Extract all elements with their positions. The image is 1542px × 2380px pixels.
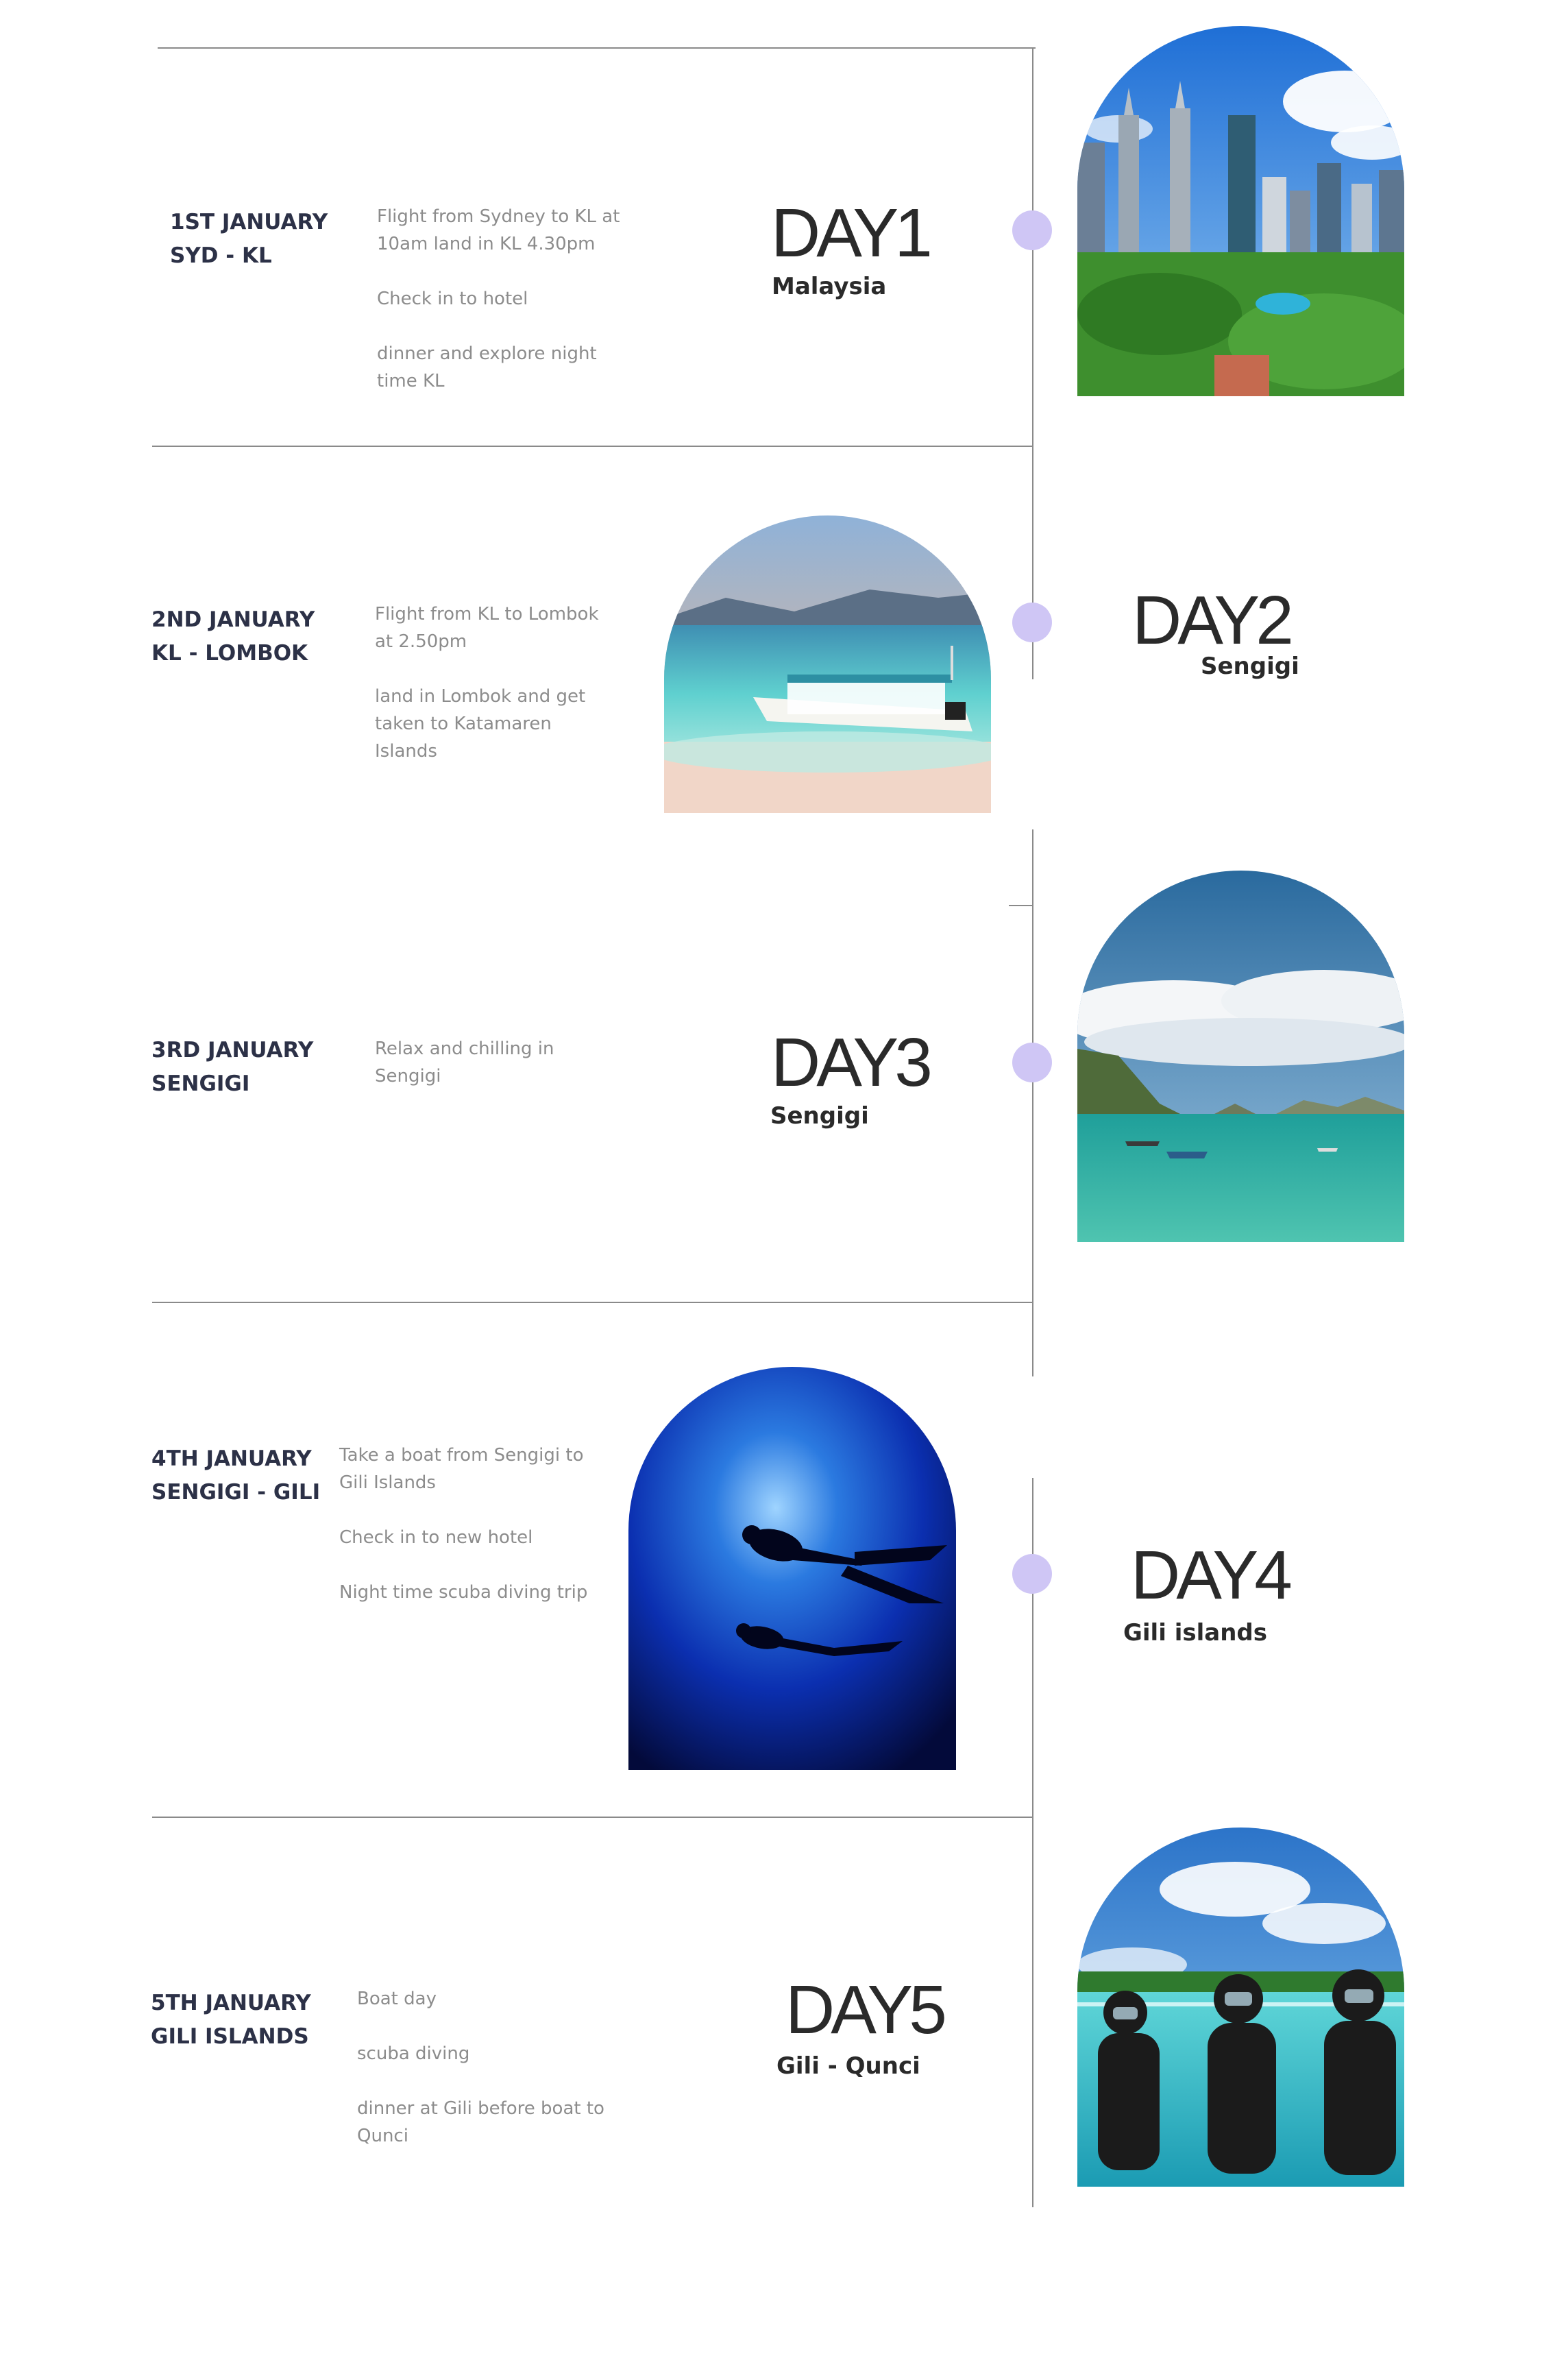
day-4-note-1: Take a boat from Sengigi to Gili Islands — [339, 1445, 584, 1493]
day-3-place: Sengigi — [770, 1102, 869, 1130]
day-4-date: 4TH JANUARY SENGIGI - GILI — [151, 1442, 320, 1509]
day-5-date-label: 5TH JANUARY — [151, 1991, 311, 2015]
day-4-date-label: 4TH JANUARY — [151, 1446, 312, 1471]
day-3-route: SENGIGI — [151, 1071, 250, 1096]
day-5-notes: Boat day scuba diving dinner at Gili bef… — [357, 1985, 611, 2150]
timeline-line-1 — [1032, 47, 1033, 679]
divider-day1-day2 — [152, 446, 1033, 447]
day-2-date-label: 2ND JANUARY — [151, 607, 315, 632]
day-1-photo — [1077, 26, 1404, 396]
day-5-photo — [1077, 1827, 1404, 2187]
timeline-line-3 — [1032, 1478, 1033, 2207]
day-1-date: 1ST JANUARY SYD - KL — [170, 206, 328, 273]
day-2-notes: Flight from KL to Lombok at 2.50pm land … — [375, 600, 615, 765]
day-4-photo — [628, 1367, 956, 1770]
divider-top — [158, 47, 1036, 49]
day-1-route: SYD - KL — [170, 243, 272, 268]
day-2-photo — [664, 515, 991, 813]
day-5-heading: DAY5 — [785, 1971, 947, 2048]
divider-day4-day5 — [152, 1817, 1033, 1818]
day-4-timeline-dot — [1012, 1554, 1052, 1594]
day-4-heading: DAY4 — [1131, 1537, 1293, 1614]
day-1-note-2: Check in to hotel — [377, 289, 528, 309]
day-2-timeline-dot — [1012, 603, 1052, 642]
day-4-note-2: Check in to new hotel — [339, 1527, 533, 1548]
kuala-lumpur-skyline-photo — [1077, 26, 1404, 396]
timeline-tick — [1009, 905, 1033, 906]
day-4-route: SENGIGI - GILI — [151, 1480, 321, 1505]
day-2-place: Sengigi — [1201, 653, 1299, 680]
day-2-note-1: Flight from KL to Lombok at 2.50pm — [375, 604, 599, 652]
day-2-route: KL - LOMBOK — [151, 641, 308, 666]
divider-day3-day4 — [152, 1302, 1033, 1303]
day-3-photo — [1077, 871, 1404, 1242]
scuba-divers-silhouette-photo — [628, 1367, 956, 1770]
day-3-date-label: 3RD JANUARY — [151, 1038, 314, 1062]
day-3-date: 3RD JANUARY SENGIGI — [151, 1034, 313, 1101]
day-1-date-label: 1ST JANUARY — [170, 210, 328, 234]
timeline-line-2 — [1032, 829, 1033, 1376]
day-5-note-3: dinner at Gili before boat to Qunci — [357, 2098, 604, 2146]
day-1-heading: DAY1 — [771, 195, 933, 271]
day-4-place: Gili islands — [1123, 1619, 1267, 1647]
day-4-note-3: Night time scuba diving trip — [339, 1582, 588, 1603]
day-2-date: 2ND JANUARY KL - LOMBOK — [151, 603, 315, 670]
day-5-date: 5TH JANUARY GILI ISLANDS — [151, 1987, 311, 2054]
day-4-notes: Take a boat from Sengigi to Gili Islands… — [339, 1442, 607, 1606]
day-3-notes: Relax and chilling in Sengigi — [375, 1035, 580, 1090]
day-1-notes: Flight from Sydney to KL at 10am land in… — [377, 203, 637, 395]
day-2-note-2: land in Lombok and get taken to Katamare… — [375, 686, 586, 762]
day-3-note-1: Relax and chilling in Sengigi — [375, 1039, 554, 1086]
tropical-bay-photo — [1077, 871, 1404, 1242]
day-3-heading: DAY3 — [771, 1024, 933, 1101]
day-5-note-1: Boat day — [357, 1989, 437, 2009]
divers-at-surface-photo — [1077, 1827, 1404, 2187]
day-1-note-3: dinner and explore night time KL — [377, 343, 597, 391]
day-5-note-2: scuba diving — [357, 2043, 470, 2064]
day-5-route: GILI ISLANDS — [151, 2024, 309, 2049]
day-3-timeline-dot — [1012, 1043, 1052, 1082]
day-1-note-1: Flight from Sydney to KL at 10am land in… — [377, 206, 620, 254]
boat-on-beach-photo — [664, 515, 991, 813]
day-5-place: Gili - Qunci — [776, 2052, 920, 2080]
day-1-timeline-dot — [1012, 210, 1052, 250]
day-1-place: Malaysia — [772, 273, 887, 300]
day-2-heading: DAY2 — [1132, 582, 1294, 659]
